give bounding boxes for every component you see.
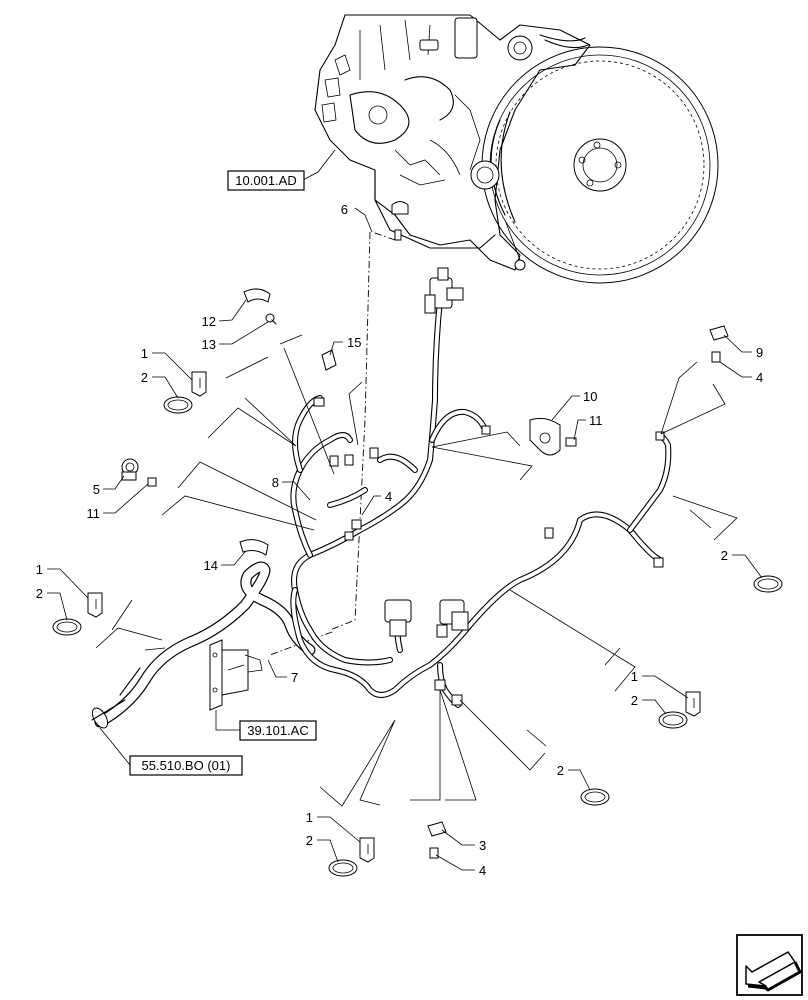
wiring-harness — [290, 267, 672, 708]
callout-15: 15 — [347, 335, 361, 350]
callout-1b: 1 — [36, 562, 43, 577]
callout-8: 8 — [272, 475, 279, 490]
callout-3: 3 — [479, 838, 486, 853]
clip-bracket-1c — [685, 691, 701, 717]
mounting-bracket — [209, 639, 263, 711]
clip-bracket-1d — [359, 837, 375, 863]
clip-3 — [427, 821, 447, 837]
previous-arrow-icon[interactable] — [736, 934, 803, 996]
clip-15 — [321, 349, 337, 371]
engine-assembly — [314, 14, 719, 284]
reference-bracket-label: 39.101.AC — [247, 723, 308, 738]
callout-2d: 2 — [631, 693, 638, 708]
callout-2c: 2 — [721, 548, 728, 563]
callout-9: 9 — [756, 345, 763, 360]
callout-11a: 11 — [87, 506, 101, 521]
callout-2b: 2 — [36, 586, 43, 601]
callout-6: 6 — [341, 202, 348, 217]
clip-bracket-1b — [87, 592, 103, 618]
reference-engine[interactable]: 10.001.AD — [227, 149, 336, 191]
bracket-10 — [529, 417, 577, 456]
callout-1c: 1 — [631, 669, 638, 684]
callout-5: 5 — [93, 482, 100, 497]
callout-11b: 11 — [589, 413, 603, 428]
callout-10: 10 — [583, 389, 597, 404]
clamp-14 — [239, 539, 269, 556]
callout-4c: 4 — [479, 863, 486, 878]
callout-4a: 4 — [385, 489, 392, 504]
reference-hose[interactable]: 55.510.BO (01) — [99, 727, 243, 776]
air-hose — [91, 561, 316, 729]
reference-engine-label: 10.001.AD — [235, 173, 296, 188]
callout-1d: 1 — [306, 810, 313, 825]
center-line-vertical — [329, 231, 371, 631]
callout-2e: 2 — [557, 763, 564, 778]
callout-1a: 1 — [141, 346, 148, 361]
callout-4b: 4 — [756, 370, 763, 385]
reference-bracket[interactable]: 39.101.AC — [215, 710, 317, 741]
clamp-12 — [243, 288, 277, 325]
callout-13: 13 — [202, 337, 216, 352]
callout-2a: 2 — [141, 370, 148, 385]
clip-9 — [709, 325, 729, 341]
callout-2f: 2 — [306, 833, 313, 848]
callout-numbers: 6 12 13 15 1 2 5 11 8 4 14 1 2 7 10 11 9… — [36, 202, 763, 878]
bolt-4-top — [711, 351, 721, 363]
callout-12: 12 — [202, 314, 216, 329]
bolt-4-bottom — [429, 847, 439, 859]
clip-bracket-1a — [191, 371, 207, 397]
callout-7: 7 — [291, 670, 298, 685]
callout-14: 14 — [204, 558, 218, 573]
clip-5 — [121, 458, 157, 487]
leader-lines — [47, 207, 763, 871]
center-line-sensor — [371, 231, 396, 241]
reference-hose-label: 55.510.BO (01) — [142, 758, 231, 773]
